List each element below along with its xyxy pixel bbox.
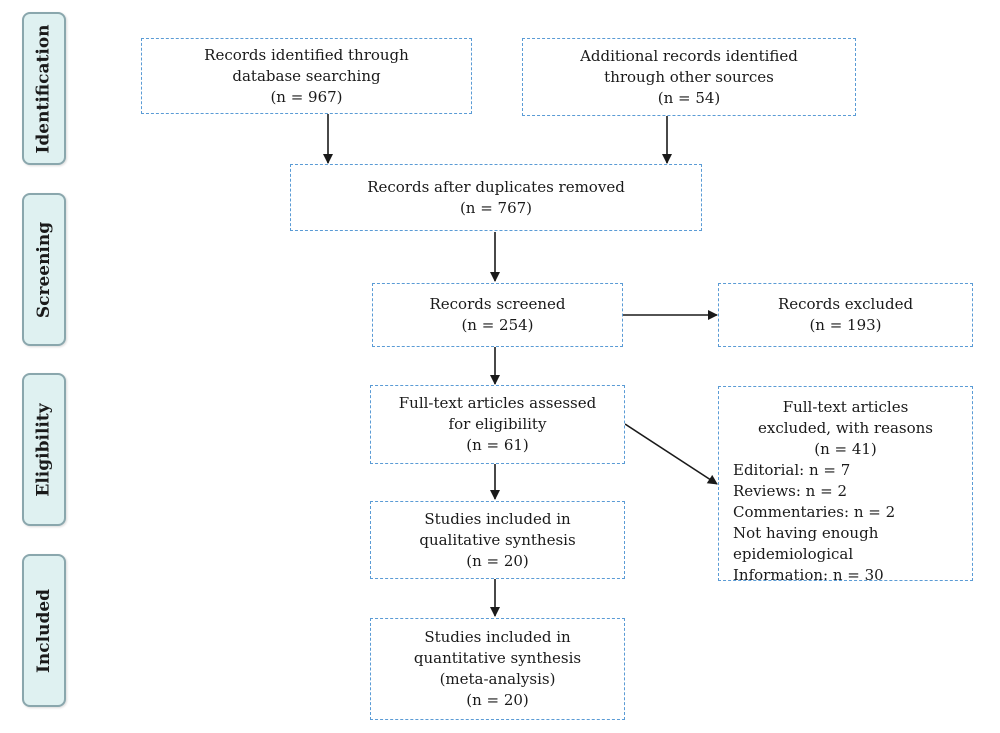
arrow-fulltext-to-excluded bbox=[624, 423, 718, 485]
record-count: (n = 254) bbox=[461, 316, 534, 334]
box-fulltext-assessed: Full-text articles assessed for eligibil… bbox=[370, 385, 625, 464]
box-quantitative-synthesis: Studies included in quantitative synthes… bbox=[370, 618, 625, 720]
exclusion-reason: Information: n = 30 bbox=[733, 566, 884, 584]
exclusion-reason: Commentaries: n = 2 bbox=[733, 503, 896, 521]
record-count: (n = 967) bbox=[270, 87, 343, 106]
text-line: database searching bbox=[232, 66, 381, 85]
exclusion-reason: epidemiological bbox=[733, 545, 854, 563]
box-after-duplicates: Records after duplicates removed (n = 76… bbox=[290, 164, 702, 231]
record-count: (n = 61) bbox=[466, 436, 529, 454]
text-line: Records excluded bbox=[777, 295, 914, 313]
text-line: Additional records identified bbox=[580, 46, 798, 65]
text-line: Studies included in bbox=[424, 509, 571, 528]
box-fulltext-excluded: Full-text articles excluded, with reason… bbox=[718, 386, 973, 584]
text-line: quantitative synthesis bbox=[413, 649, 582, 667]
text-line: excluded, with reasons bbox=[758, 419, 933, 437]
record-count: (n = 20) bbox=[466, 551, 529, 570]
box-database-records: Records identified through database sear… bbox=[141, 38, 472, 114]
record-count: (n = 20) bbox=[466, 691, 529, 709]
text-line: Records identified through bbox=[204, 45, 409, 64]
text-line: for eligibility bbox=[448, 415, 547, 433]
exclusion-reason: Reviews: n = 2 bbox=[733, 482, 847, 500]
record-count: (n = 41) bbox=[814, 440, 877, 458]
exclusion-reason: Editorial: n = 7 bbox=[733, 461, 851, 479]
text-line: (meta-analysis) bbox=[439, 670, 556, 688]
text-line: Studies included in bbox=[424, 628, 571, 646]
phase-screening: Screening bbox=[22, 193, 66, 346]
phase-eligibility: Eligibility bbox=[22, 373, 66, 526]
phase-included: Included bbox=[22, 554, 66, 707]
exclusion-reason: Not having enough bbox=[733, 524, 879, 542]
box-qualitative-synthesis: Studies included in qualitative synthesi… bbox=[370, 501, 625, 579]
box-records-screened: Records screened (n = 254) bbox=[372, 283, 623, 347]
text-line: Full-text articles assessed bbox=[398, 394, 597, 412]
phase-identification: Identification bbox=[22, 12, 66, 165]
box-other-sources: Additional records identified through ot… bbox=[522, 38, 856, 116]
text-line: qualitative synthesis bbox=[419, 530, 576, 549]
box-records-excluded: Records excluded (n = 193) bbox=[718, 283, 973, 347]
record-count: (n = 193) bbox=[809, 316, 882, 334]
text-line: Full-text articles bbox=[782, 398, 909, 416]
record-count: (n = 54) bbox=[657, 88, 721, 107]
record-count: (n = 767) bbox=[459, 198, 533, 217]
text-line: through other sources bbox=[604, 67, 774, 86]
text-line: Records after duplicates removed bbox=[367, 177, 625, 196]
text-line: Records screened bbox=[429, 295, 566, 313]
